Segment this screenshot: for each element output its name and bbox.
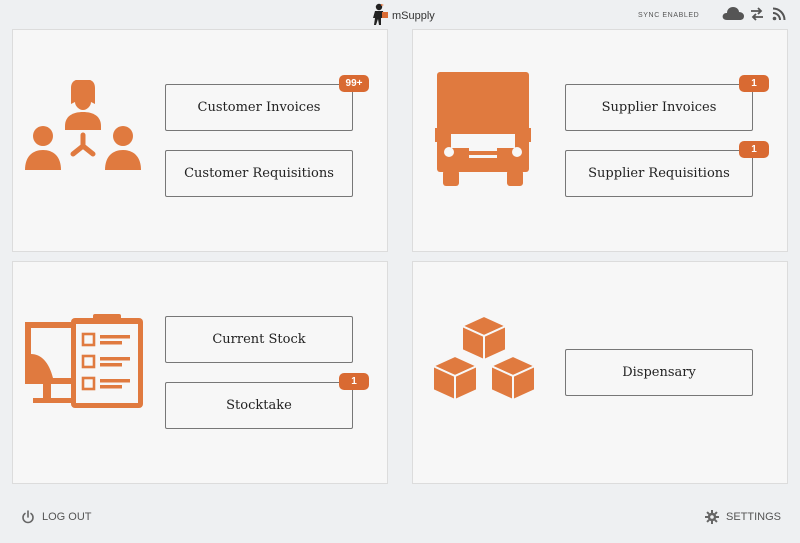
msupply-logo-icon — [373, 3, 388, 25]
sync-status: SYNC ENABLED — [638, 12, 700, 19]
settings-button[interactable]: SETTINGS — [705, 510, 781, 524]
supplier-requisitions-button[interactable]: Supplier Requisitions 1 — [565, 141, 769, 197]
boxes-icon — [430, 314, 538, 402]
supplier-invoices-button[interactable]: Supplier Invoices 1 — [565, 75, 769, 131]
stocktake-button[interactable]: Stocktake 1 — [165, 373, 369, 429]
stock-panel: Current Stock Stocktake 1 — [12, 261, 388, 484]
current-stock-label: Current Stock — [212, 332, 306, 347]
customer-requisitions-label: Customer Requisitions — [184, 166, 334, 181]
logo-text: mSupply — [392, 10, 435, 22]
dispensary-button[interactable]: Dispensary — [565, 349, 753, 396]
stocktake-badge: 1 — [339, 373, 369, 390]
supplier-requisitions-label: Supplier Requisitions — [588, 166, 730, 181]
msupply-logo: mSupply — [367, 2, 435, 26]
stocktake-label: Stocktake — [226, 398, 292, 413]
customer-panel: Customer Invoices 99+ Customer Requisiti… — [12, 29, 388, 252]
customer-group-icon — [25, 80, 141, 170]
customer-requisitions-button[interactable]: Customer Requisitions — [165, 150, 353, 197]
stock-clipboard-icon — [25, 314, 143, 408]
customer-invoices-label: Customer Invoices — [197, 100, 321, 115]
supplier-invoices-label: Supplier Invoices — [601, 100, 717, 115]
customer-invoices-badge: 99+ — [339, 75, 369, 92]
logout-button[interactable]: LOG OUT — [21, 510, 92, 524]
supplier-panel: Supplier Invoices 1 Supplier Requisition… — [412, 29, 788, 252]
rss-icon — [772, 7, 786, 21]
customer-invoices-button[interactable]: Customer Invoices 99+ — [165, 75, 369, 131]
cloud-icon — [722, 7, 744, 20]
supplier-invoices-badge: 1 — [739, 75, 769, 92]
dispensary-panel: Dispensary — [412, 261, 788, 484]
current-stock-button[interactable]: Current Stock — [165, 316, 353, 363]
truck-icon — [435, 72, 531, 186]
settings-label: SETTINGS — [726, 511, 782, 523]
sync-arrows-icon[interactable] — [750, 7, 764, 21]
gear-icon — [705, 510, 719, 524]
top-bar: mSupply SYNC ENABLED — [0, 0, 800, 28]
dispensary-label: Dispensary — [622, 365, 696, 380]
power-icon — [22, 510, 34, 524]
logout-label: LOG OUT — [42, 511, 92, 523]
supplier-requisitions-badge: 1 — [739, 141, 769, 158]
